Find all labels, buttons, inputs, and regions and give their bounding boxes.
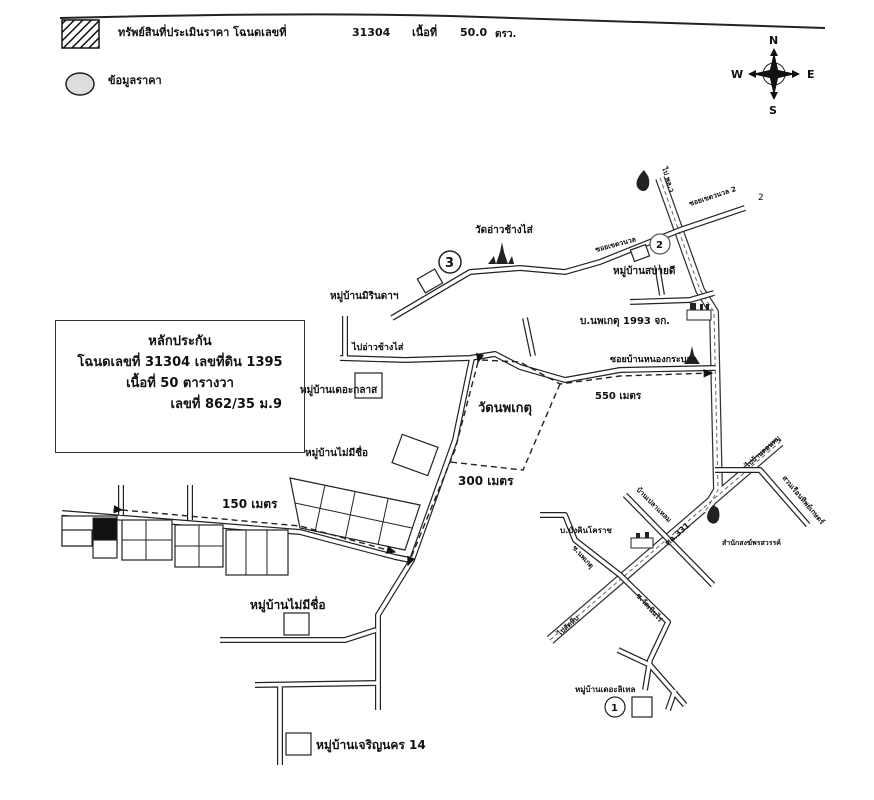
label-samnak-song: สำนักสงฆ์พรสวรรค์ [722,538,781,547]
price-marker-2[interactable]: 2 [649,233,671,255]
area-label: เนื้อที่ [412,24,437,39]
svg-text:S: S [769,104,777,117]
collateral-address: เลขที่ 862/35 ม.9 [170,397,282,412]
label-b-noppaket: บ.นพเกตุ 1993 จก. [580,316,670,327]
svg-text:W: W [731,68,743,81]
label-wat-ao-chang-sai: วัดอ่าวช้างไส่ [475,223,534,236]
label-mb-the-lake: หมู่บ้านเดอะลิเทล [575,684,636,695]
svg-text:1: 1 [611,703,618,714]
label-to-sattahip: ไปสัตหีบ [555,613,581,638]
subject-legend-label: ทรัพย์สินที่ประเมินราคา โฉนดเลขที่ [118,24,286,39]
svg-text:3: 3 [445,256,454,271]
label-mb-mirindara: หมู่บ้านมิรินดาฯ [330,290,399,303]
label-mb-no-name-2: หมู่บ้านไม่มีชื่อ [250,596,326,613]
label-dist-150: 150 เมตร [222,497,278,511]
deed-number: 31304 [352,26,391,39]
label-mb-sabaidee: หมู่บ้านสบายดี [613,265,675,278]
compass-rose-icon: N S W E [731,34,815,117]
temple-icon [684,346,700,364]
label-mb-no-name-1: หมู่บ้านไม่มีชื่อ [305,445,368,460]
svg-text:E: E [807,68,815,81]
label-road-2: 2 [758,193,764,203]
svg-text:2: 2 [656,240,663,251]
temple-icon [488,242,514,264]
collateral-deed: โฉนดเลขที่ 31304 เลขที่ดิน 1395 [77,355,283,370]
price-marker-3[interactable]: 3 [438,250,462,274]
factory-icon [686,303,712,321]
label-to-ao-chang-sai: ไปอ่าวช้างไส่ [351,341,404,353]
price-marker-1[interactable]: 1 [604,696,626,718]
label-mb-the-glass: หมู่บ้านเดอะกลาส [300,384,378,397]
subject-parcel-marker [92,517,118,541]
label-ban-plao: บ้านเปลาแหลม [635,485,674,524]
label-b-bangkhen: บ.บังคินโคราช [560,525,612,535]
subject-legend-swatch [61,19,100,49]
label-dist-300: 300 เมตร [458,474,514,488]
label-soi-nong-krabok: ซอยบ้านหนองกระบาก [610,354,697,365]
gas-station-icon [636,170,650,192]
collateral-area: เนื้อที่ 50 ตารางวา [126,376,234,391]
area-value: 50.0 [460,26,487,39]
highway-roads [546,176,784,644]
label-dist-550: 550 เมตร [595,391,642,402]
label-soi-wat: ซ.วัดเนินไร่ [635,591,665,623]
distance-lines [113,352,714,567]
label-wat-noppaket: วัดนพเกตุ [478,401,532,416]
price-data-legend-label: ข้อมูลราคา [108,74,162,88]
price-data-legend-icon [65,72,95,96]
area-unit: ตรว. [495,29,516,40]
collateral-title: หลักประกัน [148,334,212,349]
label-mb-charoen-nakhon: หมู่บ้านเจริญนคร 14 [316,738,426,753]
gas-station-icon [707,505,720,524]
label-soi-2: ซอยเขตวนวล 2 [688,185,737,208]
factory-icon [630,532,654,549]
collateral-info-box: หลักประกัน โฉนดเลขที่ 31304 เลขที่ดิน 13… [55,320,305,453]
header-rule [59,13,826,29]
svg-text:N: N [769,34,778,47]
label-to-ban-don: ไปบ้านดอนหมู [743,433,783,471]
